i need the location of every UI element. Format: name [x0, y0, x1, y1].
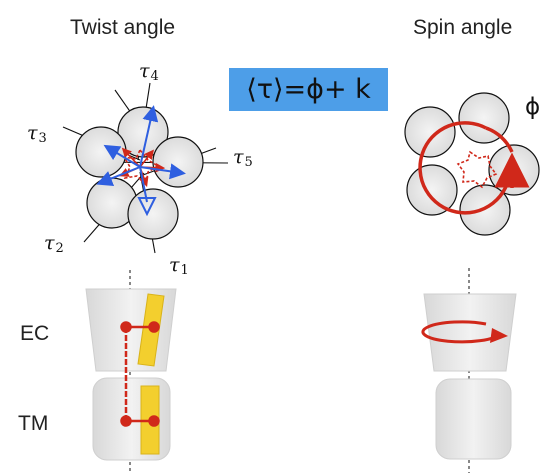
- spin-subunit-left: [404, 106, 456, 158]
- blue-twist-arrows: [96, 105, 186, 217]
- red-linkage: [120, 321, 160, 427]
- ec-domain-right: [423, 293, 517, 372]
- twist-subunits: [75, 106, 204, 240]
- subunit-5: [152, 136, 204, 188]
- tau3-label: τ3: [27, 122, 47, 146]
- spin-rotation-arrowhead: [490, 328, 508, 343]
- phi-label: ϕ: [525, 94, 541, 120]
- spin-domains: [421, 293, 517, 460]
- tau5-label: τ5: [233, 146, 253, 170]
- twist-pentamer: [62, 82, 229, 254]
- spin-subunit-top: [458, 92, 510, 144]
- subunit-3: [75, 126, 127, 178]
- spin-circle-arc-end: [485, 126, 514, 153]
- tm-domain-right: [435, 378, 512, 460]
- spin-rotation-arc: [421, 320, 502, 344]
- tau2-label: τ2: [44, 232, 64, 256]
- tau4-label: τ4: [139, 60, 159, 84]
- spin-pentamer: [404, 92, 540, 236]
- spin-pore-star: [456, 150, 498, 189]
- twist-angle-title: Twist angle: [70, 16, 176, 39]
- formula-rhs: =ϕ+ k: [283, 74, 371, 105]
- formula-lhs: ⟨τ⟩: [246, 74, 284, 105]
- twist-domains: [85, 288, 177, 461]
- ec-label: EC: [20, 322, 50, 345]
- tau1-label: τ1: [169, 254, 189, 278]
- spin-subunit-lower-left: [406, 164, 458, 216]
- spin-angle-title: Spin angle: [413, 16, 513, 39]
- tm-label: TM: [18, 412, 49, 435]
- formula-box: ⟨τ⟩=ϕ+ k: [229, 68, 388, 111]
- subunit-1: [127, 188, 179, 240]
- spin-circle-arc: [418, 121, 512, 215]
